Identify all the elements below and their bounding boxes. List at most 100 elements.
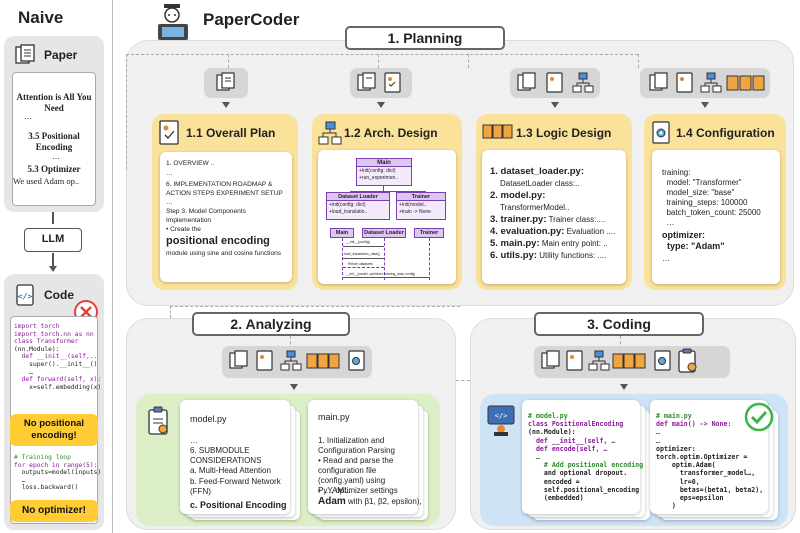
logic-file-name: 5. main.py:	[490, 238, 540, 249]
naive-code-line: def __init__(self,..	[14, 353, 98, 361]
logic-item: 1. dataset_loader.py:	[490, 166, 615, 178]
overall-plan-content	[160, 152, 292, 282]
arrow-head	[701, 102, 709, 108]
code-main-line: optim.Adam(	[656, 461, 716, 470]
logic-files-icon	[726, 72, 766, 99]
logic-file-desc: Main entry point: ..	[539, 239, 608, 248]
connector-dashed	[228, 54, 229, 68]
paper-card	[12, 72, 96, 206]
config-gear-icon	[650, 121, 674, 150]
naive-code-training-line: loss.backward()	[14, 484, 79, 492]
logic-file-desc: Utility functions: ....	[536, 251, 607, 260]
config-line: model: "Transformer"	[662, 178, 742, 187]
plan-line: • Create the	[166, 226, 201, 233]
config-optimizer-type: type: "Adam"	[662, 241, 725, 251]
seq-msg-line	[343, 277, 429, 278]
logic-item: DatasetLoader class:..	[490, 178, 615, 190]
code-main-line: torch.optim.Optimizer =	[656, 453, 748, 462]
connector-dashed	[378, 54, 379, 68]
logic-item: 6. utils.py: Utility functions: ....	[490, 250, 615, 262]
logic-item: 2. model.py:	[490, 190, 615, 202]
paper-icon	[14, 44, 38, 71]
logic-file-list: 1. dataset_loader.py:DatasetLoader class…	[490, 166, 615, 262]
analysis-main-file: main.py	[318, 412, 350, 422]
warning-no-optimizer: No optimizer!	[10, 500, 98, 522]
uml-trainer-item: +init(model..	[399, 202, 427, 208]
plan-line: …	[166, 199, 173, 206]
plan-line: module using sine and cosine functions	[166, 250, 282, 257]
logic-file-name: 6. utils.py:	[490, 250, 537, 261]
config-tail: …	[662, 254, 670, 263]
svg-text:</>: </>	[495, 412, 508, 420]
arrow-line	[52, 253, 54, 267]
naive-code-line: …	[14, 368, 33, 376]
paper-adam-line: We used Adam op..	[13, 176, 80, 186]
logic-item: 5. main.py: Main entry point: ..	[490, 238, 615, 250]
plan-bold-positional-encoding: positional encoding	[166, 235, 270, 247]
code-model-card	[522, 400, 640, 514]
code-model-line: # model.py	[528, 412, 568, 420]
plan-doc-icon	[158, 120, 182, 151]
architecture-icon	[588, 350, 610, 377]
uml-edge	[383, 186, 384, 192]
papercoder-logo-icon	[152, 2, 196, 47]
code-model-line: …	[528, 453, 540, 462]
analysis-main-bold-adam: Adam	[318, 496, 346, 507]
coding-title: 3. Coding	[534, 312, 704, 336]
analysis-clipboard-icon	[676, 348, 702, 379]
success-check-icon	[744, 402, 774, 437]
arrow-head	[49, 266, 57, 272]
connector-dashed	[126, 54, 127, 169]
config-optimizer-key: optimizer:	[662, 230, 706, 240]
naive-code-line: super().__init__()	[14, 360, 98, 368]
seq-msg: Return datasets	[348, 262, 373, 266]
seq-msg-line	[343, 267, 384, 268]
code-main-line: eps=epsilon	[656, 494, 724, 503]
code-main-line: …	[656, 436, 660, 445]
code-main-line: )	[656, 502, 676, 511]
config-line: …	[662, 218, 675, 227]
logic-design-title: 1.3 Logic Design	[516, 126, 612, 140]
warning-no-positional-encoding: No positional encoding!	[10, 414, 98, 446]
analyzing-title: 2. Analyzing	[192, 312, 350, 336]
paper-dots: …	[24, 112, 32, 121]
seq-msg-line	[343, 258, 384, 259]
uml-trainer-item: +train -> None	[399, 209, 431, 215]
code-model-line: (nn.Module):	[528, 428, 576, 437]
paper-section-35: 3.5 Positional Encoding	[28, 131, 80, 152]
naive-code-training-line: # Training loop	[14, 454, 71, 461]
logic-file-desc: Trainer class:....	[546, 215, 606, 224]
code-model-line: self.positional_encoding	[528, 485, 640, 494]
analysis-main-tail: with β1, β2, epsilon),	[348, 497, 422, 506]
analysis-model-file: model.py	[190, 414, 227, 424]
naive-code-training-line: for epoch in range(5):	[14, 461, 98, 469]
seq-lifeline	[429, 238, 430, 280]
logic-file-desc: TransformerModel..	[500, 203, 570, 212]
connector-dashed	[620, 336, 621, 350]
analysis-main-card	[308, 400, 418, 514]
code-model-line: def encode(self, …	[528, 444, 608, 453]
analysis-main-line: • Read and parse the configuration file …	[318, 456, 394, 495]
seq-dataset-loader: Dataset Loader	[362, 228, 406, 238]
logic-files-icon	[306, 350, 342, 377]
uml-edge	[350, 191, 426, 192]
code-main-line: optimizer:	[656, 444, 696, 453]
code-model-line: # Add positional encoding	[528, 461, 644, 470]
connector-dashed	[456, 380, 470, 381]
config-gear-icon	[652, 350, 674, 377]
overall-plan-title: 1.1 Overall Plan	[186, 126, 276, 140]
paper-title: Attention is All You Need	[16, 92, 92, 113]
uml-dataset-header: Dataset Loader	[326, 192, 390, 201]
logic-item: 3. trainer.py: Trainer class:....	[490, 214, 615, 226]
logic-file-desc: Evaluation ....	[564, 227, 616, 236]
naive-code-line: import torch.nn as nn	[14, 330, 94, 338]
code-model-line: class PositionalEncoding	[528, 420, 624, 429]
paper-icon	[356, 72, 378, 99]
naive-code-training-line: …	[14, 476, 26, 484]
plan-line: Step 3. Model Components Implementation	[166, 208, 246, 224]
code-main-line: …	[656, 428, 660, 437]
paper-icon	[215, 72, 237, 99]
